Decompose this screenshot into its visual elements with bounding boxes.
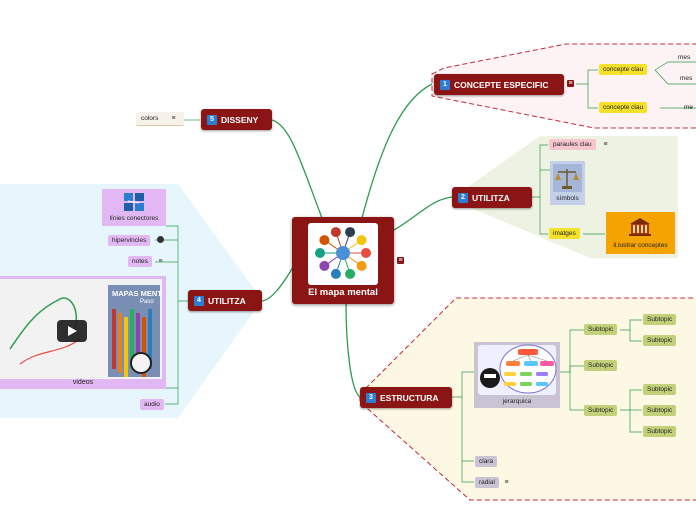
branch-label: CONCEPTE ESPECIFIC bbox=[454, 79, 549, 90]
number-badge-2: 2 bbox=[458, 192, 468, 203]
paraules-clau[interactable]: paraules clau bbox=[549, 139, 596, 150]
paraules-note-icon[interactable]: ≡ bbox=[603, 141, 608, 148]
branch-utilitza-4[interactable]: 4 UTILITZA bbox=[188, 290, 262, 311]
colors[interactable]: colors bbox=[136, 112, 184, 126]
audio[interactable]: audio bbox=[140, 399, 164, 410]
illustrar-caption: il.lustrar conceptes bbox=[613, 242, 668, 249]
number-badge-1: 1 bbox=[440, 79, 450, 90]
thumb-node bbox=[345, 268, 356, 279]
thumb-node bbox=[361, 248, 371, 258]
sub-mes-1[interactable]: mes bbox=[678, 54, 691, 61]
video-player[interactable]: MAPAS MENT Paso bbox=[0, 279, 162, 379]
connectors-icon bbox=[124, 193, 144, 211]
mind-map-thumbnail bbox=[308, 223, 378, 285]
hierarchy-illustration bbox=[478, 344, 557, 395]
branch-label: UTILITZA bbox=[472, 192, 510, 203]
concepte-note-icon[interactable]: ≡ bbox=[567, 80, 574, 87]
subtopic-a2[interactable]: Subtopic bbox=[643, 335, 677, 346]
branch-estructura[interactable]: 3 ESTRUCTURA bbox=[360, 387, 452, 408]
simbols-caption: símbols bbox=[556, 195, 579, 202]
sub-connectors bbox=[155, 61, 696, 483]
video-book-title-1: MAPAS MENT bbox=[112, 289, 162, 298]
sub-me-3[interactable]: me bbox=[684, 104, 694, 111]
simbols-image[interactable]: símbols bbox=[550, 161, 585, 205]
concepte-clau-2[interactable]: concepte clau bbox=[599, 102, 648, 113]
central-title: El mapa mental bbox=[308, 287, 378, 298]
play-button[interactable] bbox=[57, 320, 87, 342]
linies-conectores-image[interactable]: línies conectores bbox=[102, 189, 166, 226]
thumb-center bbox=[336, 246, 350, 260]
radial[interactable]: radial bbox=[475, 477, 499, 488]
branch-label: UTILITZA bbox=[208, 295, 246, 306]
central-node[interactable]: El mapa mental bbox=[292, 217, 394, 304]
thumb-node bbox=[330, 268, 341, 279]
number-badge-4: 4 bbox=[194, 295, 204, 306]
subtopic-a[interactable]: Subtopic bbox=[584, 324, 618, 335]
subtopic-b[interactable]: Subtopic bbox=[584, 360, 618, 371]
thumb-node bbox=[345, 227, 356, 238]
branch-disseny[interactable]: 5 DISSENY bbox=[201, 109, 272, 130]
notes[interactable]: notes bbox=[128, 256, 152, 267]
sub-mes-2[interactable]: mes bbox=[680, 75, 693, 82]
video-item[interactable]: MAPAS MENT Paso videos bbox=[0, 276, 166, 389]
notes-note-icon[interactable]: ≡ bbox=[158, 258, 163, 265]
clock-icon bbox=[130, 352, 152, 374]
video-book-title-2: Paso bbox=[140, 299, 154, 305]
concepte-clau-1[interactable]: concepte clau bbox=[599, 64, 648, 75]
globe-icon[interactable] bbox=[157, 236, 164, 243]
subtopic-c3[interactable]: Subtopic bbox=[643, 426, 677, 437]
play-icon bbox=[68, 326, 77, 336]
videos-caption: videos bbox=[72, 379, 94, 386]
thumb-node bbox=[356, 260, 367, 271]
clara[interactable]: clara bbox=[475, 456, 498, 467]
imatges[interactable]: imatges bbox=[549, 228, 580, 239]
subtopic-a1[interactable]: Subtopic bbox=[643, 314, 677, 325]
scales-icon bbox=[553, 164, 582, 192]
branch-label: DISSENY bbox=[221, 114, 259, 125]
thumb-node bbox=[319, 235, 330, 246]
colors-note-icon[interactable]: ≡ bbox=[171, 115, 176, 122]
jerarquica-image[interactable]: jerarquica bbox=[474, 342, 560, 408]
radial-note-icon[interactable]: ≡ bbox=[504, 479, 509, 486]
linies-caption: línies conectores bbox=[109, 215, 159, 222]
subtopic-c[interactable]: Subtopic bbox=[584, 405, 618, 416]
branch-label: ESTRUCTURA bbox=[380, 392, 439, 403]
number-badge-3: 3 bbox=[366, 392, 376, 403]
illustrar-image[interactable]: il.lustrar conceptes bbox=[606, 212, 675, 254]
thumb-node bbox=[319, 260, 330, 271]
thumb-node bbox=[315, 248, 325, 258]
hipervincles[interactable]: hipervincles bbox=[108, 235, 151, 246]
thumb-node bbox=[330, 227, 341, 238]
subtopic-c1[interactable]: Subtopic bbox=[643, 384, 677, 395]
branch-utilitza-2[interactable]: 2 UTILITZA bbox=[452, 187, 532, 208]
subtopic-c2[interactable]: Subtopic bbox=[643, 405, 677, 416]
thumb-node bbox=[356, 235, 367, 246]
building-icon bbox=[629, 218, 651, 236]
jerarquica-caption: jerarquica bbox=[502, 398, 532, 405]
number-badge-5: 5 bbox=[207, 114, 217, 125]
branch-concepte-especific[interactable]: 1 CONCEPTE ESPECIFIC bbox=[434, 74, 564, 95]
central-note-icon[interactable]: ≡ bbox=[397, 257, 404, 264]
